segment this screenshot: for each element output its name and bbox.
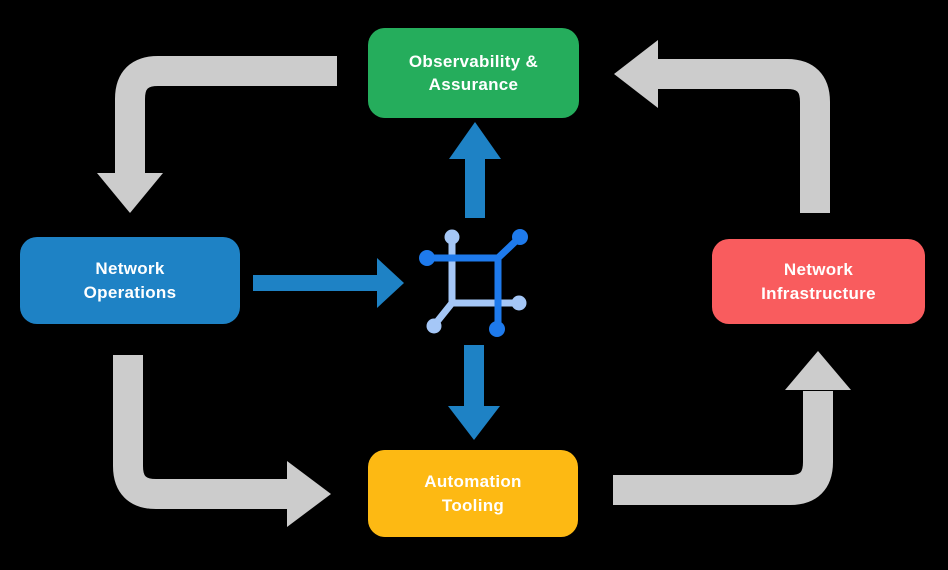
arrowhead-down-icon xyxy=(97,173,163,213)
cycle-arrow-operations-to-tooling xyxy=(113,355,331,527)
arrowhead-down-icon xyxy=(448,406,500,440)
flow-arrow-core-to-tooling xyxy=(448,345,500,440)
cycle-arrow-infrastructure-to-observability xyxy=(614,40,830,213)
node-network-operations: Network Operations xyxy=(20,237,240,324)
cycle-arrow-tooling-to-infrastructure xyxy=(613,351,851,505)
icon-light-nodes xyxy=(426,229,527,334)
flow-arrow-core-to-observability xyxy=(449,122,501,218)
node-network-infrastructure: Network Infrastructure xyxy=(712,239,925,324)
arrowhead-up-icon xyxy=(785,351,851,390)
network-automation-core-icon xyxy=(419,229,528,337)
node-automation-tooling: Automation Tooling xyxy=(368,450,578,537)
arrowhead-right-icon xyxy=(287,461,331,527)
cycle-arrow-observability-to-operations xyxy=(97,56,337,213)
arrowhead-right-icon xyxy=(377,258,404,308)
arrowhead-up-icon xyxy=(449,122,501,159)
node-observability-assurance: Observability & Assurance xyxy=(368,28,579,118)
arrowhead-left-icon xyxy=(614,40,658,108)
flow-arrow-operations-to-core xyxy=(253,258,404,308)
icon-dark-nodes xyxy=(419,229,528,337)
